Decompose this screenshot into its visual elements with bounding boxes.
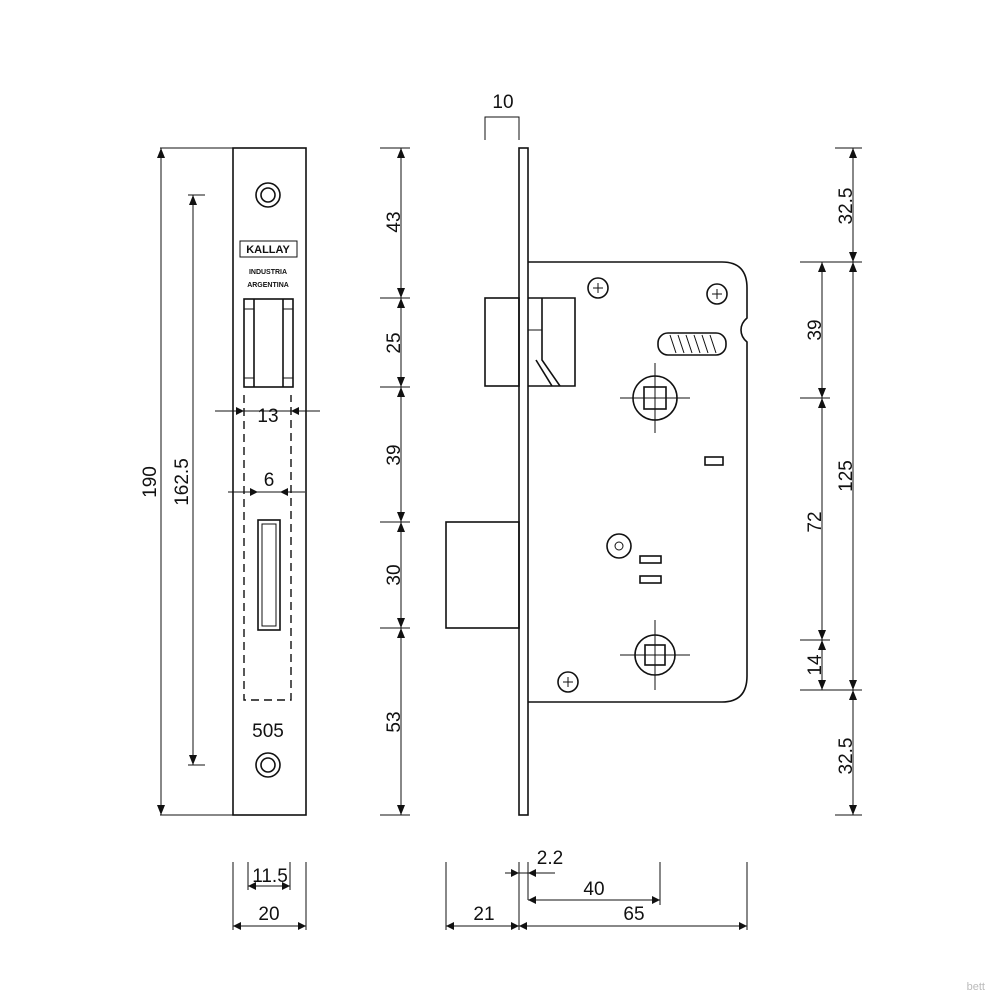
brand-logo-box <box>239 240 298 258</box>
dim-latch-slot-width: 13 <box>257 406 278 427</box>
brand-logo: KALLAY <box>246 244 290 256</box>
dim-backset: 40 <box>583 879 604 900</box>
watermark: bett <box>967 981 985 993</box>
origin-line-1: INDUSTRIA <box>249 269 287 276</box>
dim-faceplate-depth: 10 <box>492 92 513 113</box>
dim-bottom-gap: 53 <box>384 711 405 732</box>
lock-case-body <box>528 261 748 703</box>
pivot-icon <box>606 533 632 559</box>
latch-bolt <box>484 297 576 387</box>
screw-hole-bottom-icon <box>255 752 281 778</box>
model-number: 505 <box>252 721 284 742</box>
follower-square-lower <box>620 620 690 690</box>
dim-follower-spacing: 72 <box>805 511 826 532</box>
screw-icon <box>706 283 728 305</box>
dim-top-gap: 43 <box>384 211 405 232</box>
dim-lower-offset: 14 <box>805 654 826 676</box>
dim-faceplate-width: 20 <box>258 904 279 925</box>
vertical-dimension-chain: 43 25 39 30 53 <box>380 147 410 816</box>
faceplate-view: KALLAY INDUSTRIA ARGENTINA 505 13 6 <box>140 147 320 930</box>
case-hidden-outline <box>243 395 292 701</box>
slot-feature <box>704 456 724 466</box>
screw-hole-top-icon <box>255 182 281 208</box>
deadbolt <box>445 521 520 629</box>
dim-follower-upper: 39 <box>805 319 826 340</box>
dim-latch-to-bolt: 39 <box>384 444 405 465</box>
slot-feature <box>639 555 662 564</box>
dim-bolt-throw: 21 <box>473 904 494 925</box>
spring-mechanism <box>657 332 727 356</box>
lock-side-view: 10 <box>445 92 862 930</box>
dim-plate-thickness: 2.2 <box>537 848 563 869</box>
origin-line-2: ARGENTINA <box>247 282 289 289</box>
dim-case-height: 125 <box>836 460 857 492</box>
faceplate-outline <box>232 147 307 816</box>
dim-top-margin: 32.5 <box>836 188 857 225</box>
dim-bolt-height: 30 <box>384 564 405 585</box>
dim-total-height: 190 <box>140 466 161 498</box>
dim-deadbolt-slot-width: 6 <box>264 470 275 491</box>
dim-screw-spacing: 162.5 <box>172 458 193 506</box>
dim-inner-thickness: 11.5 <box>252 866 288 887</box>
follower-square-upper <box>620 363 690 433</box>
dim-bottom-margin: 32.5 <box>836 738 857 775</box>
dim-case-depth: 65 <box>623 904 644 925</box>
latch-window <box>243 298 294 388</box>
screw-icon <box>557 671 579 693</box>
faceplate-edge <box>518 147 529 816</box>
slot-feature <box>639 575 662 584</box>
deadbolt-slot <box>257 519 281 631</box>
screw-icon <box>587 277 609 299</box>
dim-latch-height: 25 <box>384 332 405 353</box>
